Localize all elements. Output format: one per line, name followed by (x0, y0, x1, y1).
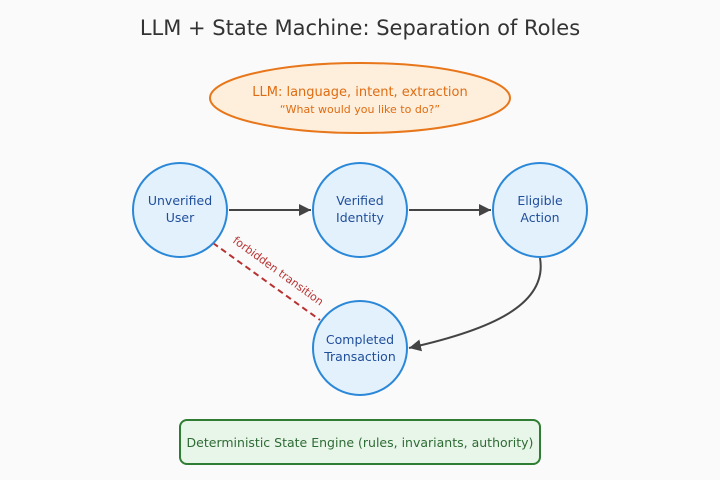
forbidden-transition-line (212, 242, 321, 321)
state-engine-label: Deterministic State Engine (rules, invar… (187, 435, 534, 450)
state-node-completed: Completed Transaction (312, 300, 408, 396)
state-label-line1: Unverified (148, 193, 212, 208)
state-label-line2: Action (520, 210, 559, 225)
llm-ellipse (209, 62, 511, 134)
state-label-line1: Verified (336, 193, 383, 208)
state-engine-rect (179, 419, 541, 465)
transition-eligible-to-completed (408, 257, 542, 352)
forbidden-transition-label: forbidden transition (230, 234, 326, 308)
state-label-line2: Transaction (323, 349, 396, 364)
state-node-unverified: Unverified User (132, 162, 228, 258)
state-label-line1: Completed (326, 332, 394, 347)
llm-label: LLM: language, intent, extraction (252, 85, 467, 100)
state-circle (492, 162, 588, 258)
state-engine-box: Deterministic State Engine (rules, invar… (179, 419, 541, 465)
state-label-line2: Identity (336, 210, 385, 225)
state-circle (312, 162, 408, 258)
state-label-line1: Eligible (517, 193, 563, 208)
llm-quote: “What would you like to do?” (280, 103, 440, 116)
llm-node: LLM: language, intent, extraction “What … (209, 62, 511, 134)
state-circle (312, 300, 408, 396)
state-node-eligible: Eligible Action (492, 162, 588, 258)
state-circle (132, 162, 228, 258)
diagram-title: LLM + State Machine: Separation of Roles (140, 16, 580, 40)
state-label-line2: User (166, 210, 195, 225)
state-node-verified: Verified Identity (312, 162, 408, 258)
